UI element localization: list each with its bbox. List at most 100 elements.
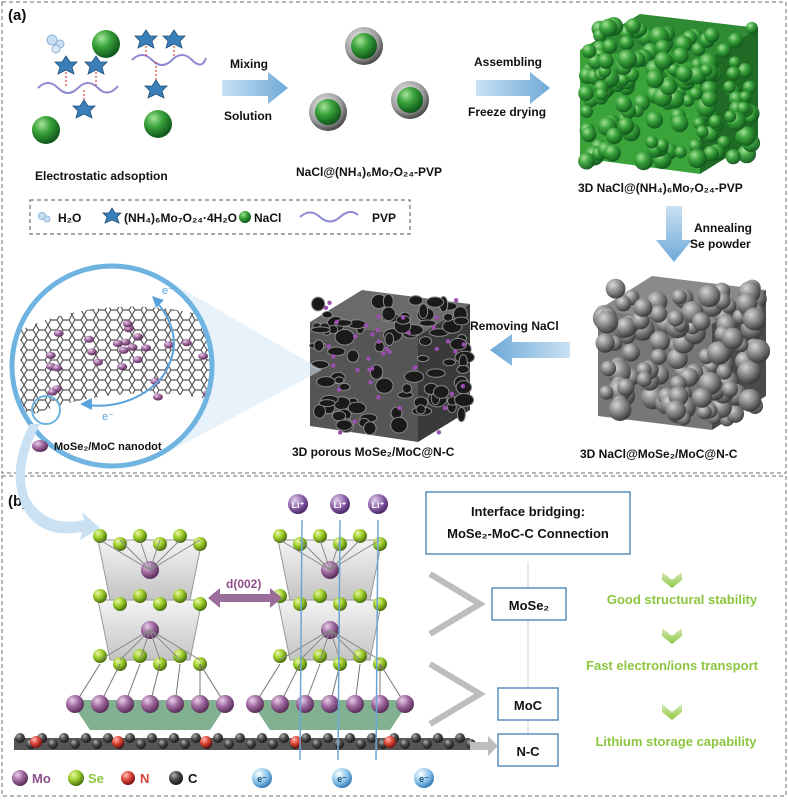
pore — [338, 382, 351, 391]
caption-3d-porous: 3D porous MoSe₂/MoC@N-C — [292, 445, 455, 459]
se-atom — [353, 589, 367, 603]
c-atom — [312, 739, 322, 749]
surface-bump — [660, 78, 677, 96]
surface-bump — [671, 289, 687, 305]
c-atom — [147, 733, 157, 743]
mo-atom — [321, 695, 339, 713]
pore — [418, 319, 437, 327]
lithium-ion — [330, 494, 350, 514]
pore — [321, 310, 333, 319]
bond — [319, 539, 331, 571]
surface-bump — [736, 126, 757, 146]
bond — [149, 629, 201, 661]
electron-label: e⁻ — [337, 774, 347, 784]
se-atom — [173, 589, 187, 603]
bond — [139, 629, 151, 661]
nanodot — [370, 332, 375, 337]
nanodot — [118, 346, 129, 354]
nanodot — [381, 351, 386, 356]
c-atom — [235, 733, 245, 743]
pore — [381, 306, 397, 322]
nanodot — [112, 340, 123, 347]
nacl-particle — [144, 110, 172, 138]
surface-bump — [687, 149, 707, 169]
pore — [415, 404, 426, 415]
pore — [334, 376, 345, 385]
pvp-icon — [299, 211, 359, 223]
surface-bump — [727, 32, 744, 49]
c-atom — [15, 733, 25, 743]
pore — [346, 349, 360, 363]
surface-bump — [721, 327, 744, 350]
mo-atom — [271, 695, 289, 713]
nanodot — [436, 430, 442, 435]
surface-bump — [667, 310, 684, 327]
c-atom — [169, 733, 179, 743]
bond — [279, 539, 331, 571]
legend-a: H₂O (NH₄)₆Mo₇O₂₄·4H₂O NaCl PVP — [29, 199, 411, 235]
pore — [401, 383, 413, 394]
surface-bump — [716, 43, 732, 58]
surface-bump — [645, 135, 659, 149]
bond — [119, 539, 151, 571]
bond — [329, 539, 381, 571]
surface-bump — [595, 88, 608, 101]
pore — [363, 421, 377, 436]
bond — [119, 629, 151, 661]
se-atom — [193, 537, 207, 551]
arrow-label-freeze-drying: Freeze drying — [468, 105, 546, 119]
surface-bump — [581, 44, 597, 59]
nanodot — [375, 328, 380, 333]
caption-3d-nacl: 3D NaCl@MoSe₂/MoC@N-C — [580, 447, 738, 461]
se-atom — [373, 597, 387, 611]
d-spacing-label: d(002) — [226, 577, 261, 591]
bond — [149, 539, 181, 571]
ammonium-molybdate-icon — [102, 207, 122, 224]
surface-bump — [703, 145, 719, 162]
surface-bump — [672, 47, 689, 64]
adsorption-links — [65, 42, 175, 108]
green-precursor-cube — [578, 14, 761, 174]
nanodot — [460, 384, 466, 389]
se-atom — [293, 537, 307, 551]
mo-atom — [191, 695, 209, 713]
se-atom — [133, 589, 147, 603]
c-atom — [444, 739, 454, 749]
nanodot — [434, 315, 439, 320]
nanodot — [93, 358, 103, 366]
lithium-ion — [288, 494, 308, 514]
nanodot — [338, 430, 343, 435]
c-atom — [345, 733, 355, 743]
ion-path — [337, 519, 341, 761]
surface-bump — [654, 39, 671, 56]
n-atom — [290, 736, 302, 748]
surface-bump — [654, 51, 673, 70]
nc-box — [497, 733, 559, 767]
c-atom — [367, 733, 377, 743]
mo-atom — [296, 695, 314, 713]
mo-atom — [66, 695, 84, 713]
surface-bump — [645, 111, 664, 129]
nanodot — [323, 305, 329, 310]
surface-bump — [634, 151, 653, 171]
caption-3d-precursor: 3D NaCl@(NH₄)₆Mo₇O₂₄-PVP — [578, 181, 743, 195]
c-atom — [334, 739, 344, 749]
electron-label: e⁻ — [162, 285, 174, 297]
nanodot — [331, 354, 336, 359]
se-atom — [93, 589, 107, 603]
moc-layer — [250, 700, 410, 730]
nanodot — [127, 343, 138, 351]
electron — [252, 768, 272, 788]
nanodot — [117, 363, 128, 371]
mo-atom — [91, 695, 109, 713]
surface-bump — [633, 298, 653, 317]
pore — [442, 358, 457, 367]
bond — [149, 539, 161, 571]
surface-bump — [597, 53, 614, 69]
c-atom — [246, 739, 256, 749]
c-atom — [433, 733, 443, 743]
connector-chevrons — [428, 571, 486, 727]
nanodot — [367, 367, 372, 373]
surface-bump — [581, 126, 597, 143]
